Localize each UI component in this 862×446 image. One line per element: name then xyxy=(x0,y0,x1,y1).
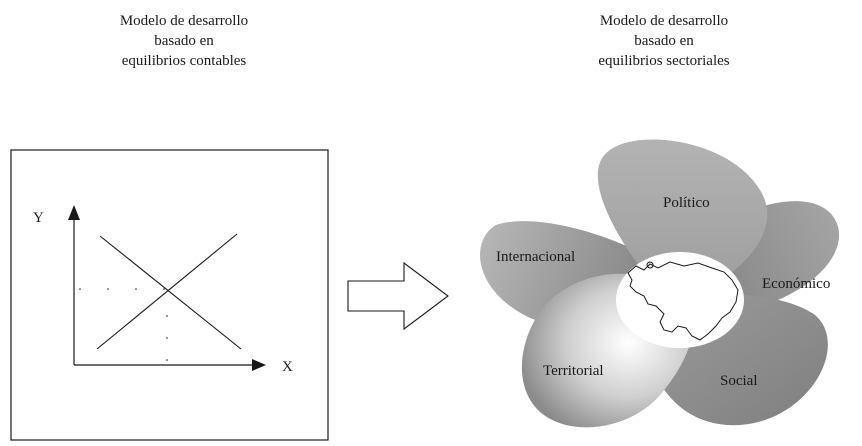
transition-arrow-icon xyxy=(347,261,449,331)
dotted-guides xyxy=(79,288,168,361)
right-caption: Modelo de desarrollo basado en equilibri… xyxy=(544,11,784,71)
label-territorial: Territorial xyxy=(543,363,604,379)
y-axis-arrow-icon xyxy=(68,205,80,220)
label-politico: Político xyxy=(663,195,710,211)
ascending-line xyxy=(96,233,238,350)
right-caption-line-2: basado en xyxy=(634,33,694,49)
left-caption-line-3: equilibrios contables xyxy=(121,53,247,69)
label-internacional: Internacional xyxy=(496,249,575,265)
left-caption: Modelo de desarrollo basado en equilibri… xyxy=(64,11,304,71)
left-caption-line-1: Modelo de desarrollo xyxy=(119,13,249,29)
x-axis-label: X xyxy=(282,359,293,375)
graph-frame xyxy=(10,149,329,441)
sector-flower: Político Internacional Económico Territo… xyxy=(480,139,840,428)
venezuela-map-icon xyxy=(627,261,739,341)
y-axis-label: Y xyxy=(33,210,44,226)
descending-line xyxy=(99,235,242,350)
petal-politico xyxy=(597,139,768,291)
left-caption-line-2: basado en xyxy=(154,33,214,49)
right-caption-line-1: Modelo de desarrollo xyxy=(599,13,729,29)
label-economico: Económico xyxy=(762,276,830,292)
x-axis-arrow-icon xyxy=(252,359,266,371)
right-caption-line-3: equilibrios sectoriales xyxy=(598,53,730,69)
center-disc xyxy=(616,252,744,348)
label-social: Social xyxy=(720,373,758,389)
